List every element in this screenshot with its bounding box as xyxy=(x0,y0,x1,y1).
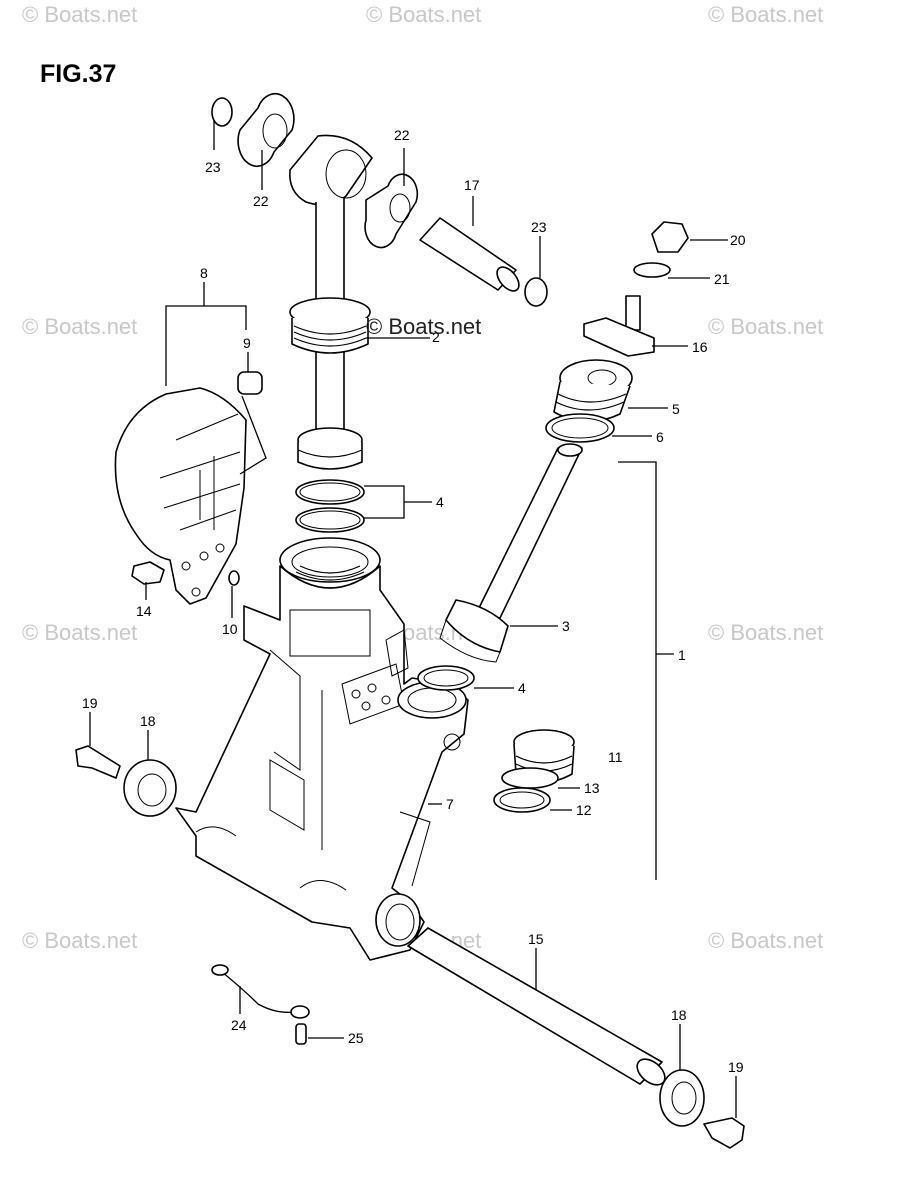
washer-21 xyxy=(633,262,671,278)
watermark: © Boats.net xyxy=(22,928,137,953)
bushing-18-left xyxy=(123,759,177,817)
screw-25 xyxy=(295,1023,307,1045)
label-17: 17 xyxy=(464,177,480,193)
rod-plate-16 xyxy=(583,317,655,357)
label-25: 25 xyxy=(348,1030,364,1046)
rubber-9 xyxy=(237,371,263,395)
cylinder-socket xyxy=(279,537,381,583)
label-4-side: 4 xyxy=(518,680,526,696)
clip-23-right xyxy=(524,277,548,307)
nut-20 xyxy=(651,221,689,253)
label-1: 1 xyxy=(678,647,686,663)
bushing-22-left xyxy=(237,93,295,167)
label-7: 7 xyxy=(446,796,454,812)
label-6: 6 xyxy=(656,429,664,445)
watermark: © Boats.net xyxy=(366,2,481,27)
watermark: © Boats.net xyxy=(22,620,137,645)
label-21: 21 xyxy=(714,271,730,287)
label-5: 5 xyxy=(672,401,680,417)
watermark: © Boats.net xyxy=(708,620,823,645)
cover-8 xyxy=(114,387,247,605)
label-22-left: 22 xyxy=(253,193,269,209)
figure-title: FIG.37 xyxy=(40,60,116,88)
label-18-left: 18 xyxy=(140,713,156,729)
label-18-right: 18 xyxy=(671,1007,687,1023)
rod-end-16 xyxy=(625,295,641,331)
label-4-upper: 4 xyxy=(436,494,444,510)
label-24: 24 xyxy=(231,1017,247,1033)
pin-17 xyxy=(419,217,517,291)
label-19-right: 19 xyxy=(728,1059,744,1075)
tilt-rod xyxy=(475,447,583,619)
pivot-eye xyxy=(289,134,373,206)
o-ring-4-lower xyxy=(295,507,365,533)
label-10: 10 xyxy=(222,621,238,637)
watermark: © Boats.net xyxy=(708,314,823,339)
label-16: 16 xyxy=(692,339,708,355)
label-3: 3 xyxy=(562,618,570,634)
watermark: © Boats.net xyxy=(22,2,137,27)
label-14: 14 xyxy=(136,603,152,619)
shaft-15 xyxy=(407,927,663,1085)
label-13: 13 xyxy=(584,780,600,796)
label-11: 11 xyxy=(608,749,623,765)
bushing-22-right xyxy=(364,173,419,249)
o-ring-13 xyxy=(501,767,559,789)
watermark: © Boats.net xyxy=(366,314,481,339)
o-ring-6 xyxy=(545,413,615,443)
label-23-right: 23 xyxy=(531,219,547,235)
lower-pivot-eye xyxy=(375,893,421,947)
label-9: 9 xyxy=(243,335,251,351)
label-15: 15 xyxy=(528,931,544,947)
upper-rod-assembly xyxy=(211,93,548,533)
label-2: 2 xyxy=(432,329,440,345)
clip-23-left xyxy=(211,97,233,127)
watermark: © Boats.net xyxy=(708,928,823,953)
lead-wire-24 xyxy=(221,971,295,1013)
cylinder-body-7 xyxy=(175,537,469,961)
label-22-right: 22 xyxy=(394,127,410,143)
label-20: 20 xyxy=(730,232,746,248)
label-19-left: 19 xyxy=(82,695,98,711)
bolt-19-right xyxy=(703,1117,745,1149)
part-labels: 23 22 22 17 23 20 21 16 5 6 2 4 8 9 10 1… xyxy=(82,127,746,1075)
label-12: 12 xyxy=(576,802,592,818)
washer-10 xyxy=(228,570,240,586)
lower-shaft-assembly xyxy=(75,745,745,1149)
bolt-14 xyxy=(131,561,165,585)
label-8: 8 xyxy=(200,265,208,281)
label-23-left: 23 xyxy=(205,159,221,175)
watermark: © Boats.net xyxy=(708,2,823,27)
o-ring-4-upper xyxy=(295,479,365,505)
piston-3 xyxy=(445,599,509,653)
watermark: © Boats.net xyxy=(22,314,137,339)
leader-lines xyxy=(89,120,737,1118)
cover-assembly xyxy=(114,371,263,605)
bushing-18-right xyxy=(659,1069,705,1127)
bolt-19-left xyxy=(75,745,121,779)
tilt-cylinder-assembly xyxy=(439,221,689,813)
